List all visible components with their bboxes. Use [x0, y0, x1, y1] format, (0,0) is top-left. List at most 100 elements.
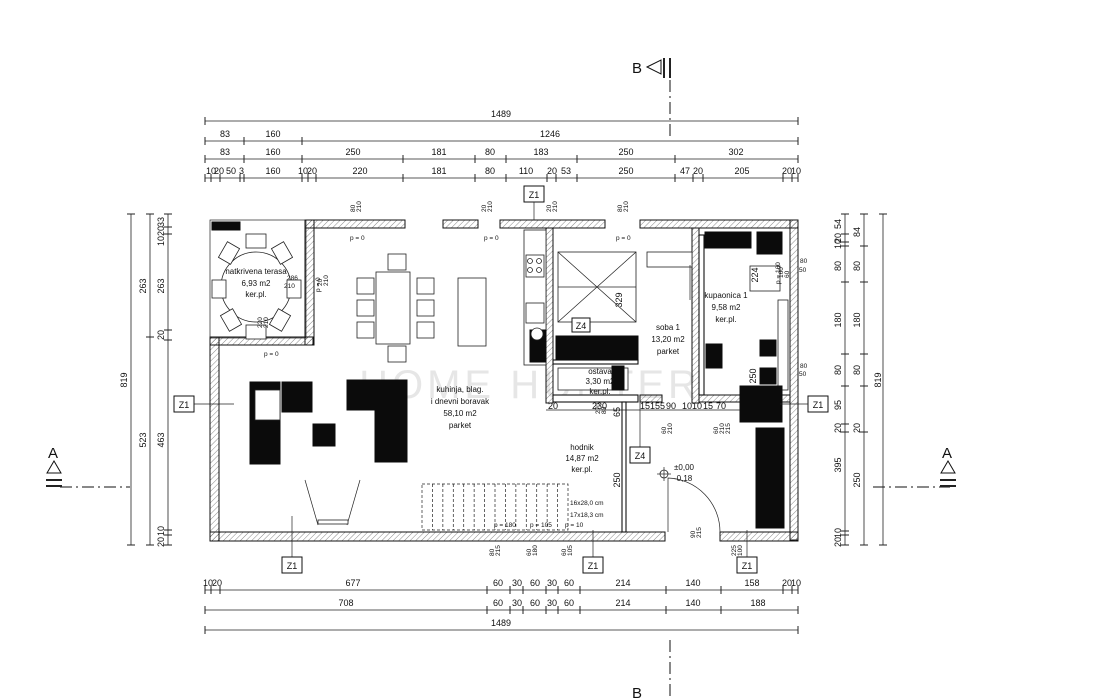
- svg-text:80: 80: [800, 363, 808, 370]
- section-axis-b: B B: [632, 58, 671, 698]
- svg-text:p = 0: p = 0: [264, 351, 279, 358]
- wall-tag-z1-left: Z1: [173, 395, 234, 413]
- dim-bot-r1-7: 60: [564, 578, 574, 588]
- svg-text:15: 15: [703, 401, 713, 411]
- svg-text:Z4: Z4: [576, 321, 587, 331]
- svg-text:ker.pl.: ker.pl.: [571, 465, 592, 474]
- opening-labels: 80 210 20 210 80 210 20 210 20 210 286 2…: [257, 201, 808, 556]
- dim-right-total: 819: [873, 372, 883, 387]
- level-label: ±0,00 -0,18: [674, 463, 695, 483]
- bathroom-fixtures: [704, 231, 789, 529]
- bed: [557, 251, 693, 323]
- svg-text:natkrivena terasa: natkrivena terasa: [225, 267, 287, 276]
- svg-text:p = 0: p = 0: [484, 235, 499, 242]
- dim-left-i5: 463: [156, 432, 166, 447]
- svg-text:80: 80: [350, 204, 357, 212]
- dim-top-r4-3: 3: [239, 166, 244, 176]
- dim-top-r4-0: 10: [206, 166, 216, 176]
- dim-top-r3-4: 80: [485, 147, 495, 157]
- dim-top-r4-4: 160: [265, 166, 280, 176]
- dim-bot-r1-8: 214: [615, 578, 630, 588]
- svg-text:180: 180: [532, 545, 539, 556]
- svg-text:Z1: Z1: [742, 561, 753, 571]
- dim-bot-r1-6: 30: [547, 578, 557, 588]
- dim-top-total: 1489: [491, 109, 511, 119]
- dim-bot-r2-2: 30: [512, 598, 522, 608]
- section-label-a-left: A: [48, 445, 58, 462]
- dim-right-i1: 80: [852, 261, 862, 271]
- svg-text:p = 180: p = 180: [494, 522, 516, 529]
- svg-text:ker.pl.: ker.pl.: [589, 387, 610, 396]
- dim-right-m8: 395: [833, 457, 843, 472]
- svg-text:60: 60: [661, 426, 668, 434]
- height-notes: p = 0 p = 0 p = 0 p = 0 p = 0 p = 180 p …: [264, 235, 782, 529]
- dim-right-i5: 250: [852, 472, 862, 487]
- dim-top-r4-16: 205: [734, 166, 749, 176]
- svg-text:parket: parket: [657, 347, 680, 356]
- terrace-table: [211, 233, 302, 340]
- dim-right-i3: 80: [852, 365, 862, 375]
- svg-text:13,20 m2: 13,20 m2: [651, 335, 685, 344]
- svg-text:230: 230: [592, 401, 607, 411]
- dim-right-m9: 10: [833, 528, 843, 538]
- svg-text:215: 215: [725, 423, 732, 434]
- section-label-b-bottom: B: [632, 685, 642, 698]
- svg-text:15: 15: [640, 401, 650, 411]
- dim-top-r3-7: 302: [728, 147, 743, 157]
- dim-right-i0: 84: [852, 227, 862, 237]
- svg-text:Z1: Z1: [588, 561, 599, 571]
- storage-shelf: [557, 367, 629, 391]
- svg-text:parket: parket: [449, 421, 472, 430]
- svg-text:50: 50: [799, 371, 807, 378]
- dim-bot-r2-4: 30: [547, 598, 557, 608]
- dim-top-r3-2: 250: [345, 147, 360, 157]
- dim-top-r2-1: 160: [265, 129, 280, 139]
- dim-right-m10: 20: [833, 537, 843, 547]
- svg-text:16x28,0 cm: 16x28,0 cm: [570, 500, 604, 507]
- svg-text:286: 286: [287, 275, 298, 282]
- dim-bot-r1-11: 20: [782, 578, 792, 588]
- dim-bot-r1-1: 20: [212, 578, 222, 588]
- svg-text:p = 160: p = 160: [775, 262, 782, 284]
- staircase: [421, 483, 569, 531]
- svg-text:p = 0: p = 0: [350, 235, 365, 242]
- dim-top-r4-12: 53: [561, 166, 571, 176]
- svg-text:220: 220: [257, 317, 264, 328]
- interior-dimensions: 329 20 230 15 155 90 10 10 15 70 65 250 …: [546, 267, 760, 488]
- dim-top-r2-0: 83: [220, 129, 230, 139]
- dim-bot-total: 1489: [491, 618, 511, 628]
- room-label-living: kuhinja, blag. i dnevni boravak 58,10 m2…: [431, 385, 490, 430]
- dim-bot-r1-0: 10: [203, 578, 213, 588]
- svg-text:60: 60: [561, 548, 568, 556]
- section-arrow-b-top: [645, 59, 662, 75]
- svg-text:±0,00: ±0,00: [674, 463, 695, 472]
- dim-top-r4-15: 20: [693, 166, 703, 176]
- dim-bot-r1-4: 30: [512, 578, 522, 588]
- svg-text:60: 60: [526, 548, 533, 556]
- svg-text:100: 100: [737, 545, 744, 556]
- kitchen-island: [457, 277, 487, 347]
- sofa: [249, 379, 408, 465]
- svg-text:10: 10: [692, 401, 702, 411]
- dim-left-i3: 263: [156, 278, 166, 293]
- dim-left-i6: 10: [156, 526, 166, 536]
- wall-tag-z4-hall: Z4: [629, 402, 651, 464]
- svg-text:160: 160: [778, 267, 785, 278]
- wall-tag-z1-bottom-3: Z1: [736, 530, 758, 574]
- svg-text:90: 90: [666, 401, 676, 411]
- svg-text:155: 155: [650, 401, 665, 411]
- dim-right-m2: 10: [833, 239, 843, 249]
- svg-text:58,10 m2: 58,10 m2: [443, 409, 477, 418]
- wall-tag-z1-right: Z1: [780, 395, 829, 413]
- svg-text:Z1: Z1: [813, 400, 824, 410]
- dim-top-r3-1: 160: [265, 147, 280, 157]
- dim-right-m6: 95: [833, 400, 843, 410]
- svg-text:210: 210: [487, 201, 494, 212]
- dim-top-r4-6: 20: [307, 166, 317, 176]
- left-dimensions: 819 263 523 33 20 10 263 20 463 10 20: [119, 213, 172, 547]
- svg-text:kuhinja, blag.: kuhinja, blag.: [436, 385, 483, 394]
- svg-text:210: 210: [284, 283, 295, 290]
- svg-text:70: 70: [716, 401, 726, 411]
- svg-text:225: 225: [731, 545, 738, 556]
- dim-top-r4-10: 110: [519, 166, 533, 176]
